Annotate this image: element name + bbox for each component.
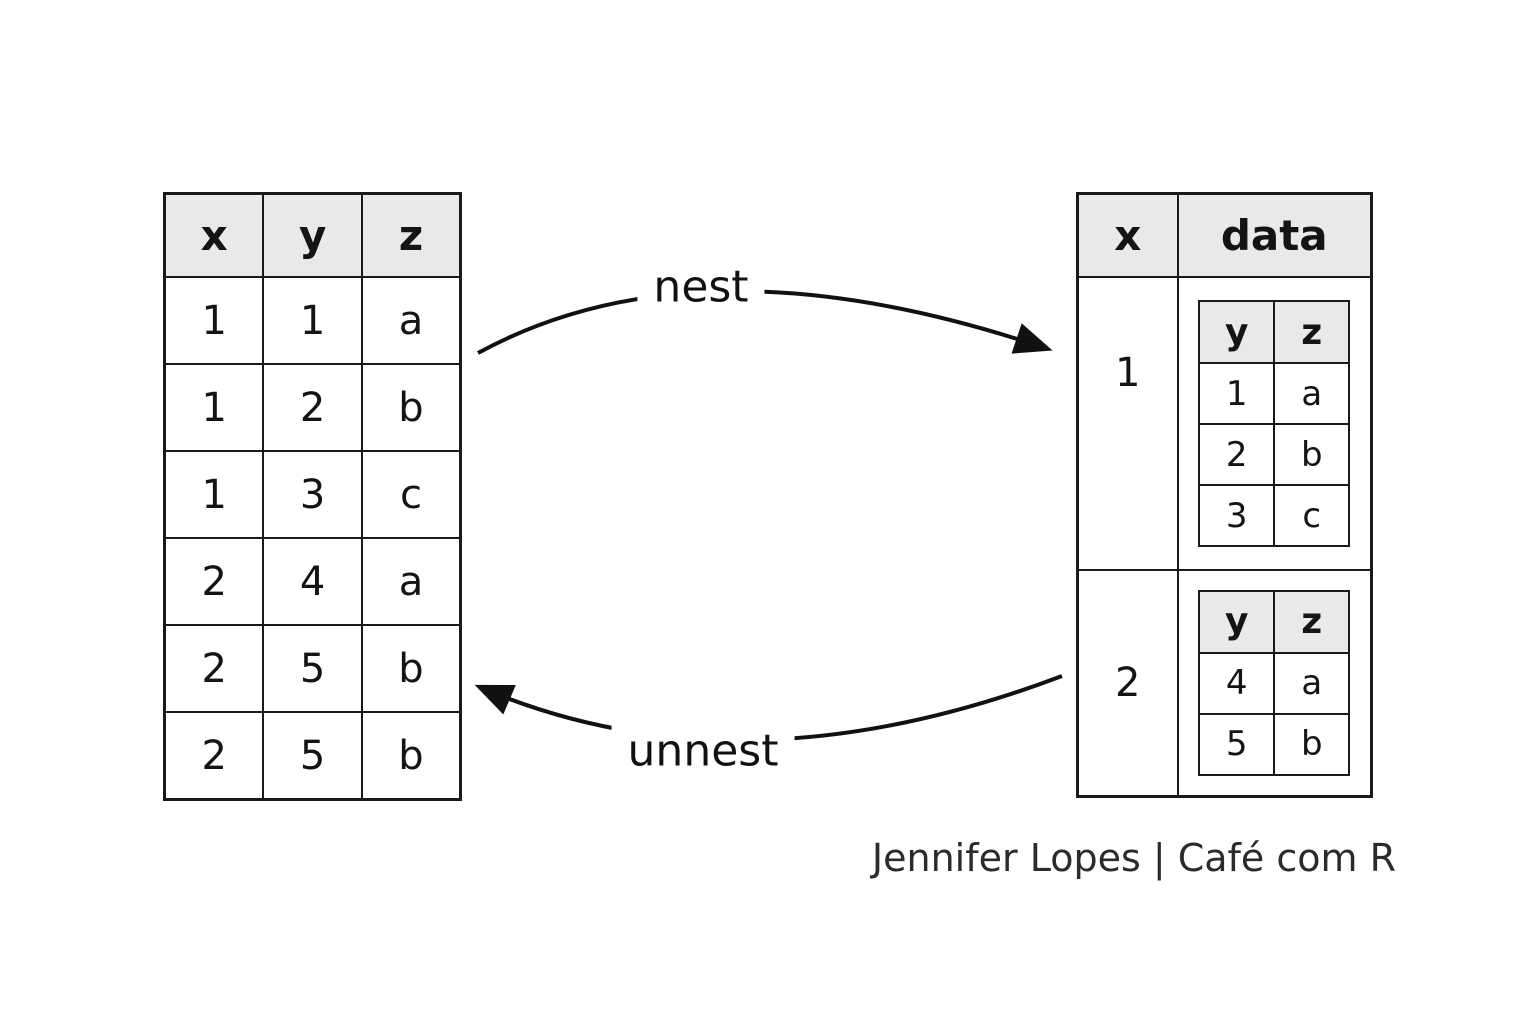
- inner-cell: c: [1273, 484, 1351, 547]
- nest-label: nest: [637, 259, 765, 315]
- inner-cell: 2: [1198, 423, 1276, 486]
- flat-cell: 2: [163, 711, 265, 801]
- inner-cell: a: [1273, 362, 1351, 425]
- flat-header-x: x: [163, 192, 265, 278]
- nested-x-value: 1: [1076, 276, 1179, 571]
- inner-header-y: y: [1198, 589, 1276, 654]
- nested-group-row: 1 y z 1 a 2 b 3 c: [1076, 276, 1373, 571]
- flat-row: 1 3 c: [163, 450, 462, 539]
- inner-cell: a: [1273, 651, 1351, 715]
- flat-table: x y z 1 1 a 1 2 b 1 3 c 2 4 a 2 5 b 2 5 …: [163, 192, 462, 801]
- flat-row: 1 1 a: [163, 276, 462, 365]
- inner-cell: b: [1273, 423, 1351, 486]
- flat-cell: 2: [163, 624, 265, 713]
- nested-data-cell: y z 1 a 2 b 3 c: [1176, 276, 1373, 571]
- inner-cell: 5: [1198, 712, 1276, 776]
- flat-header-y: y: [262, 192, 363, 278]
- flat-header-row: x y z: [163, 192, 462, 278]
- inner-row: 4 a: [1198, 651, 1351, 715]
- inner-table: y z 1 a 2 b 3 c: [1198, 300, 1351, 547]
- flat-cell: a: [360, 537, 462, 626]
- flat-cell: 1: [163, 363, 265, 452]
- flat-cell: 4: [262, 537, 363, 626]
- nested-table: x data 1 y z 1 a 2 b 3: [1076, 192, 1373, 798]
- flat-cell: 1: [163, 276, 265, 365]
- nested-group-row: 2 y z 4 a 5 b: [1076, 569, 1373, 797]
- nested-data-cell: y z 4 a 5 b: [1176, 569, 1373, 797]
- flat-row: 2 5 b: [163, 711, 462, 801]
- flat-cell: 3: [262, 450, 363, 539]
- flat-row: 1 2 b: [163, 363, 462, 452]
- inner-cell: 4: [1198, 651, 1276, 715]
- flat-cell: a: [360, 276, 462, 365]
- nested-header-x: x: [1076, 192, 1179, 278]
- inner-header-y: y: [1198, 300, 1276, 364]
- flat-cell: 5: [262, 624, 363, 713]
- inner-row: 1 a: [1198, 362, 1351, 425]
- flat-row: 2 4 a: [163, 537, 462, 626]
- nested-header-data: data: [1176, 192, 1373, 278]
- attribution-text: Jennifer Lopes | Café com R: [871, 836, 1396, 880]
- flat-cell: c: [360, 450, 462, 539]
- inner-header-row: y z: [1198, 300, 1351, 364]
- flat-cell: 1: [163, 450, 265, 539]
- inner-cell: 1: [1198, 362, 1276, 425]
- flat-cell: 2: [163, 537, 265, 626]
- flat-cell: 5: [262, 711, 363, 801]
- flat-cell: b: [360, 711, 462, 801]
- nested-x-value: 2: [1076, 569, 1179, 797]
- inner-cell: 3: [1198, 484, 1276, 547]
- inner-row: 2 b: [1198, 423, 1351, 486]
- inner-header-z: z: [1273, 589, 1351, 654]
- flat-cell: b: [360, 363, 462, 452]
- inner-row: 5 b: [1198, 712, 1351, 776]
- flat-header-z: z: [360, 192, 462, 278]
- flat-row: 2 5 b: [163, 624, 462, 713]
- inner-cell: b: [1273, 712, 1351, 776]
- flat-cell: b: [360, 624, 462, 713]
- inner-table: y z 4 a 5 b: [1198, 589, 1351, 776]
- inner-header-row: y z: [1198, 589, 1351, 654]
- inner-row: 3 c: [1198, 484, 1351, 547]
- unnest-label: unnest: [611, 723, 795, 779]
- flat-cell: 2: [262, 363, 363, 452]
- inner-header-z: z: [1273, 300, 1351, 364]
- nested-header-row: x data: [1076, 192, 1373, 278]
- flat-cell: 1: [262, 276, 363, 365]
